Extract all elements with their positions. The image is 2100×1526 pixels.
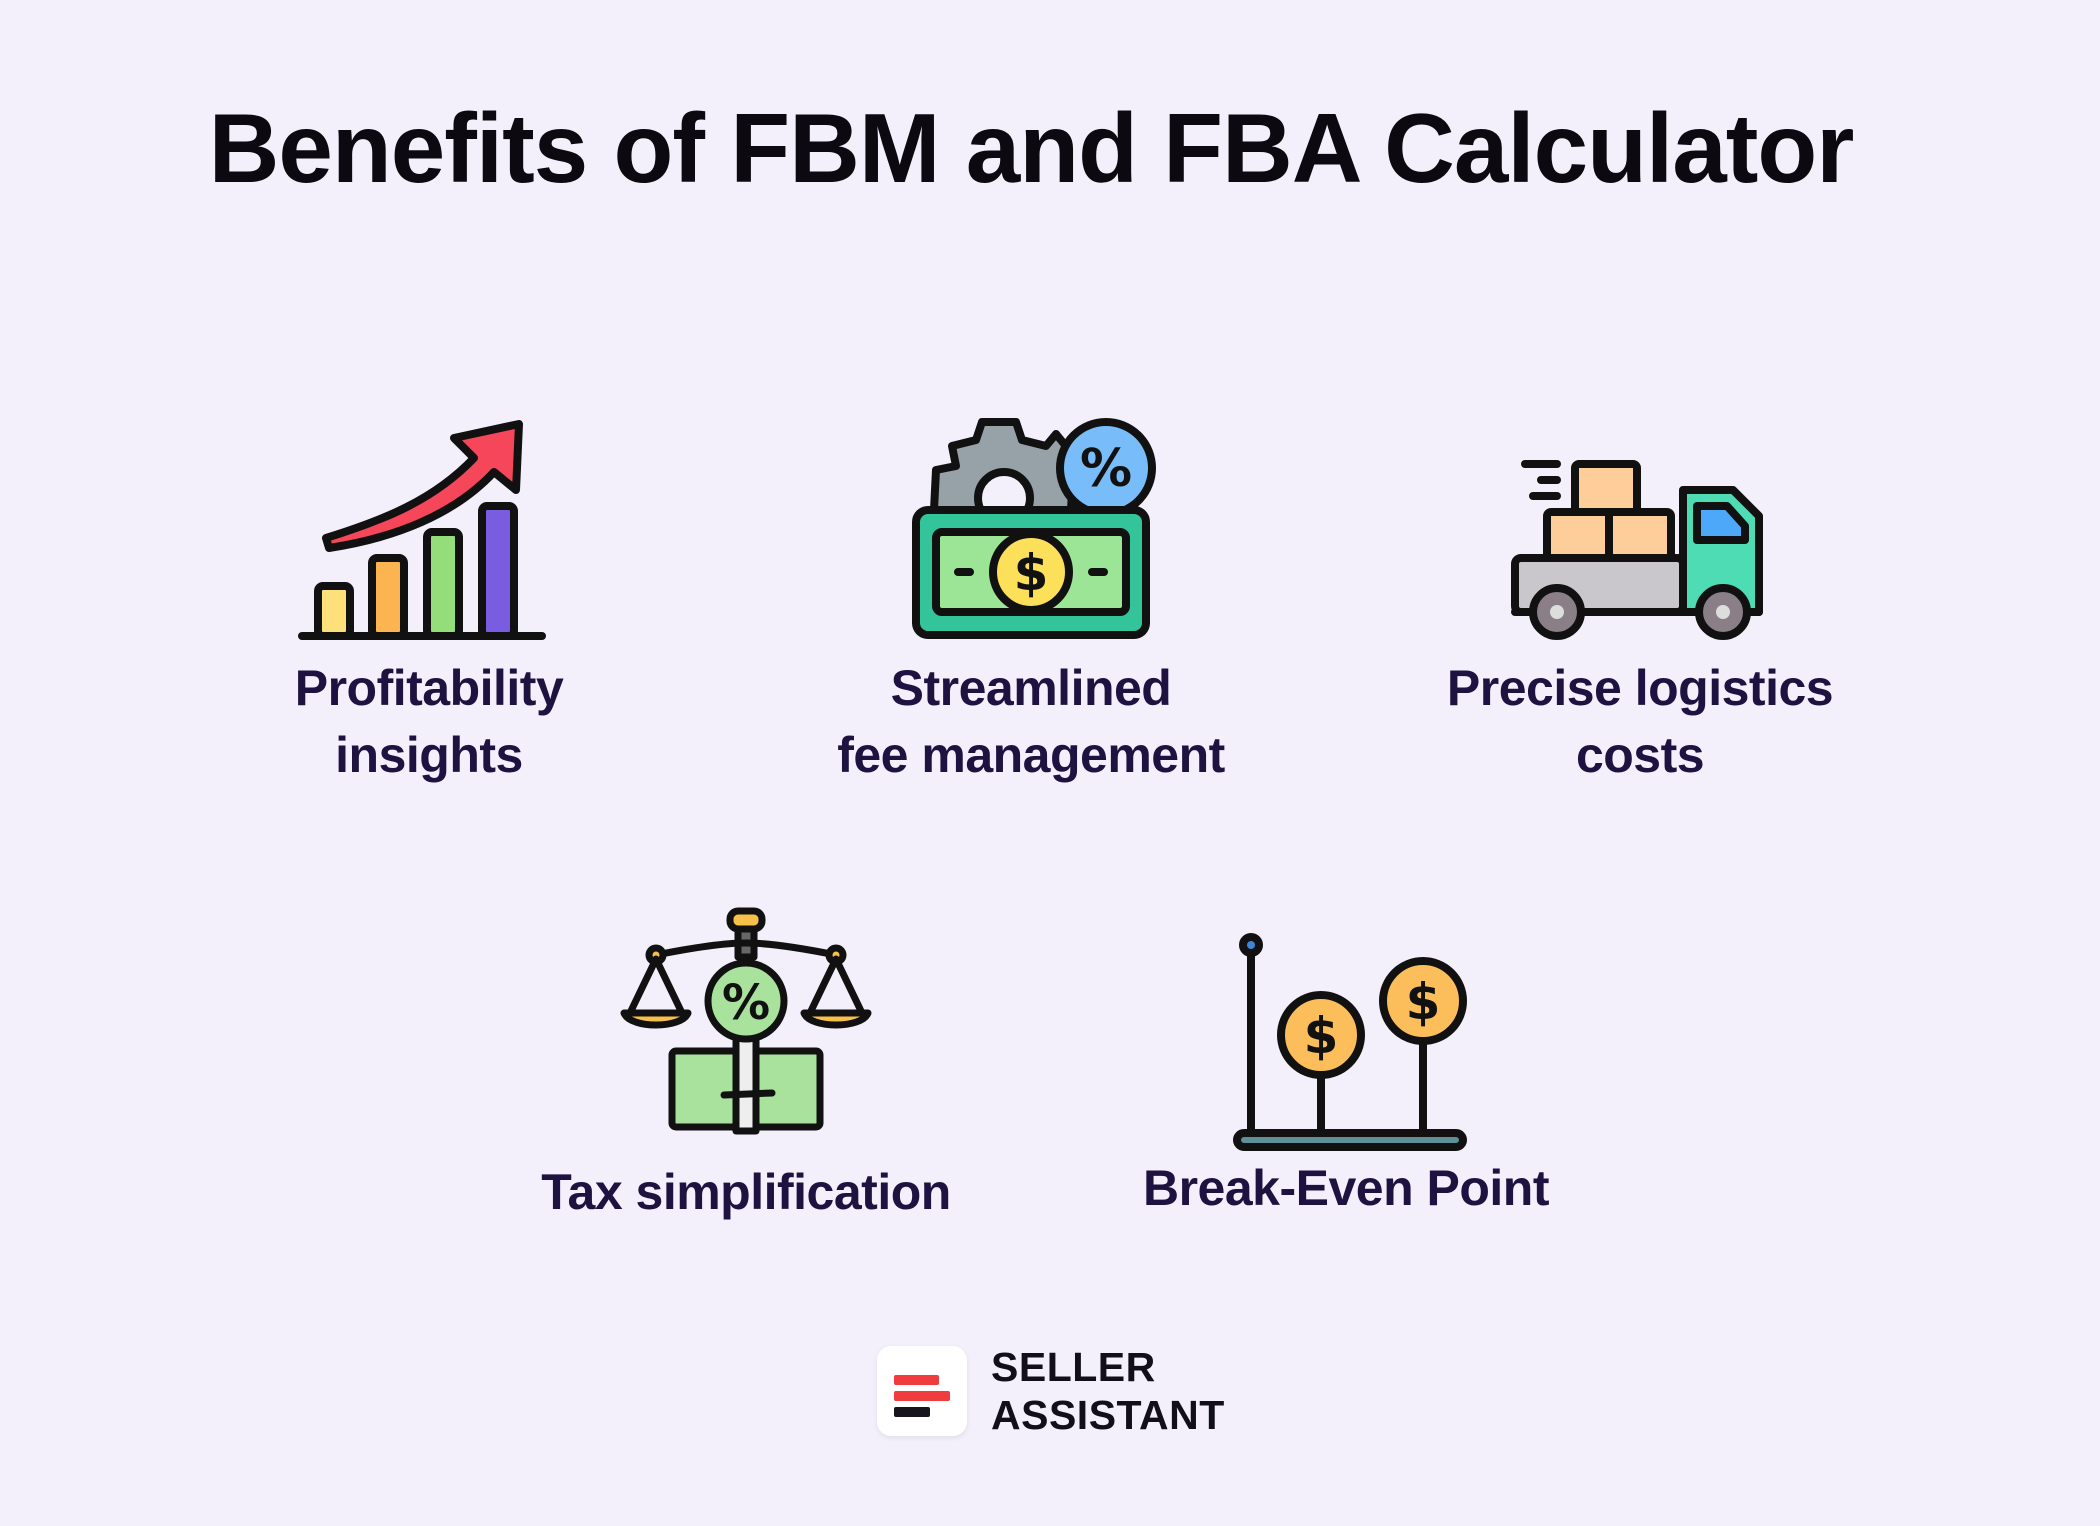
svg-text:%: % xyxy=(722,975,770,1031)
benefit-label: Streamlined fee management xyxy=(837,660,1225,783)
benefit-label: Tax simplification xyxy=(541,1164,951,1220)
svg-text:$: $ xyxy=(1304,1007,1339,1065)
brand-name: SELLER ASSISTANT xyxy=(991,1344,1225,1438)
benefit-fee-management: % $ Streamlined fee management xyxy=(771,410,1291,789)
page-title: Benefits of FBM and FBA Calculator xyxy=(208,93,1855,203)
tax-scale-icon: % xyxy=(620,907,872,1135)
delivery-truck-icon xyxy=(1511,460,1763,640)
growth-chart-icon xyxy=(298,420,546,640)
svg-text:%: % xyxy=(1080,439,1132,499)
benefit-break-even: $ $ Break-Even Point xyxy=(1086,925,1606,1222)
break-even-icon: $ $ xyxy=(1233,933,1467,1151)
benefit-label: Profitability insights xyxy=(294,660,564,783)
logo-mark-icon xyxy=(877,1346,967,1436)
benefit-label: Break-Even Point xyxy=(1142,1160,1550,1216)
svg-text:$: $ xyxy=(1406,973,1441,1031)
benefit-profitability: Profitability insights xyxy=(169,410,689,789)
fee-money-gear-icon: % $ xyxy=(912,418,1156,639)
svg-text:$: $ xyxy=(1014,544,1049,602)
seller-assistant-logo: SELLER ASSISTANT xyxy=(877,1343,1225,1439)
benefit-logistics: Precise logistics costs xyxy=(1380,440,1900,789)
benefit-tax: % Tax simplification xyxy=(486,903,1006,1226)
benefit-label: Precise logistics costs xyxy=(1446,660,1834,783)
